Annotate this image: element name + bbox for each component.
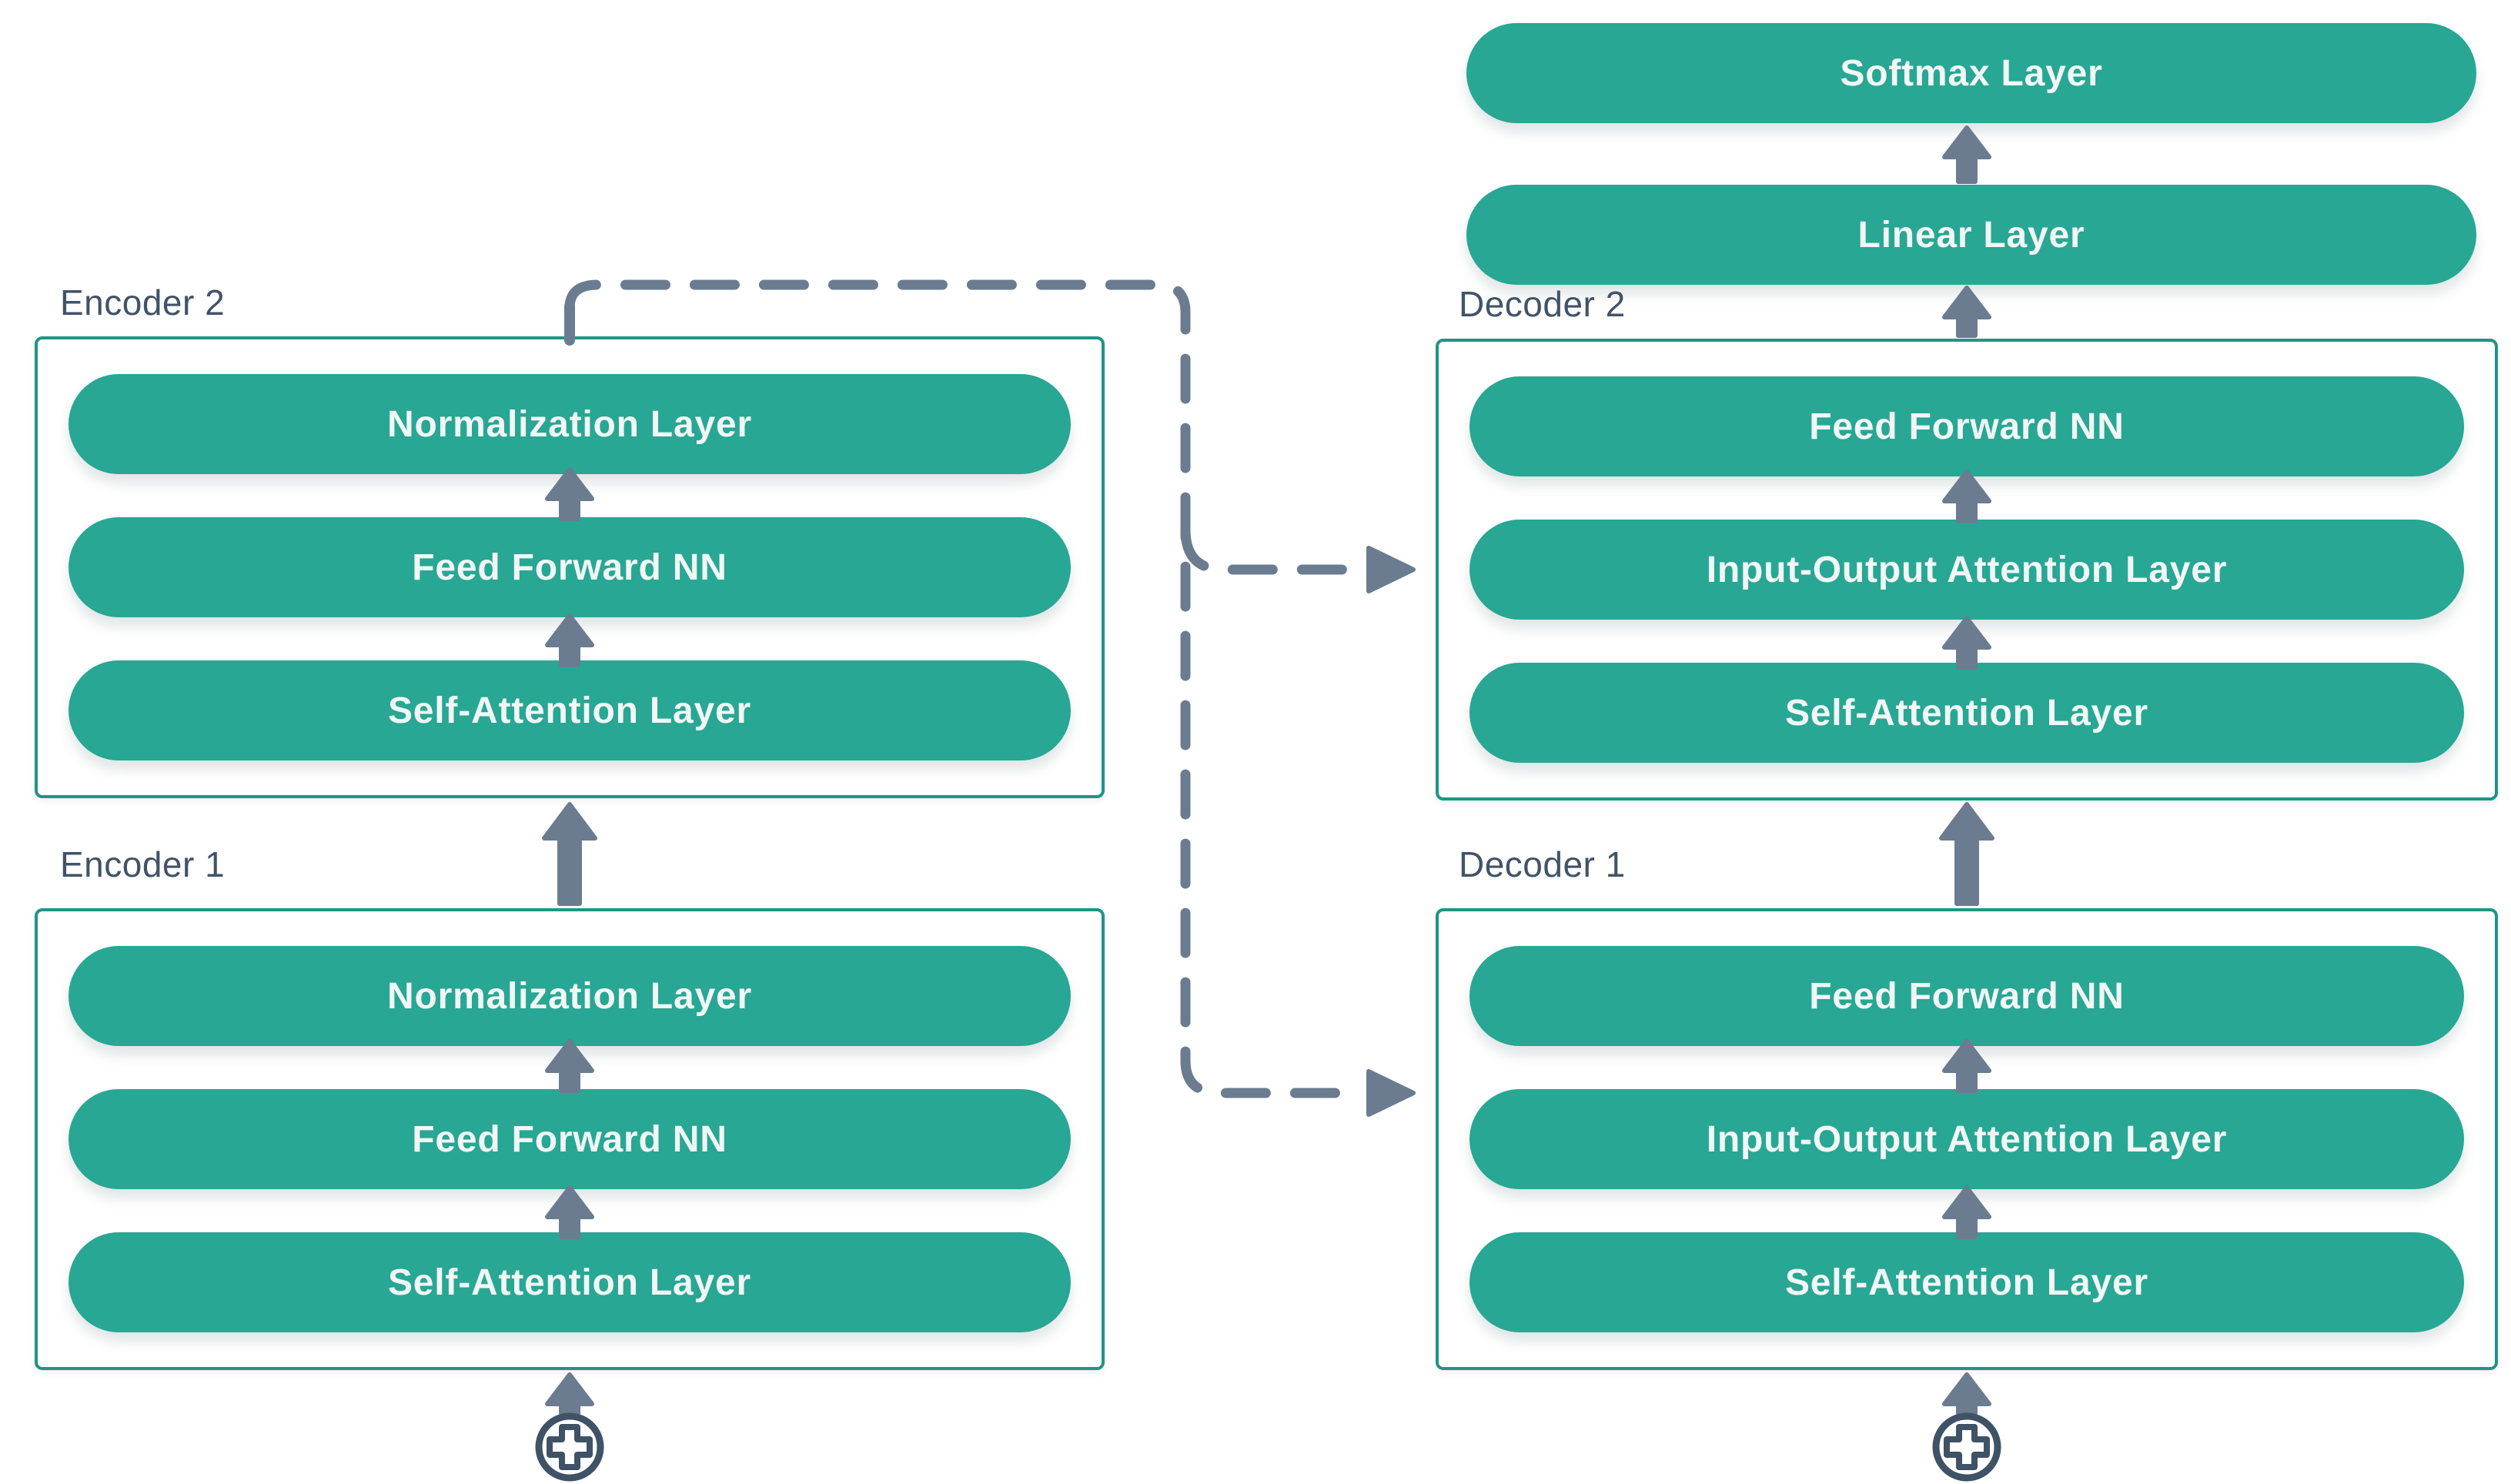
encoder-2-label: Encoder 2 xyxy=(60,282,226,323)
encoder-2-normalization-layer-pill: Normalization Layer xyxy=(69,374,1071,474)
encoder-2-feed-forward-pill: Feed Forward NN xyxy=(69,517,1071,617)
arrow-up-icon xyxy=(1939,802,1994,906)
arrow-up-icon xyxy=(542,802,597,906)
encoder-input-plus-circle-icon xyxy=(535,1412,604,1482)
decoder-1-box: Feed Forward NN Input-Output Attention L… xyxy=(1436,908,2498,1370)
decoder-2-input-output-attention-pill: Input-Output Attention Layer xyxy=(1469,520,2464,620)
encoder-1-normalization-layer-pill: Normalization Layer xyxy=(69,946,1071,1046)
encoder-1-feed-forward-pill: Feed Forward NN xyxy=(69,1089,1071,1189)
decoder-1-self-attention-pill: Self-Attention Layer xyxy=(1469,1232,2464,1332)
decoder-1-input-output-attention-pill: Input-Output Attention Layer xyxy=(1469,1089,2464,1189)
encoder-to-decoder2-dashed-branch xyxy=(1180,527,1366,575)
encoder-2-box: Normalization Layer Feed Forward NN Self… xyxy=(35,336,1105,798)
arrow-right-icon xyxy=(1366,546,1416,593)
decoder-2-feed-forward-pill: Feed Forward NN xyxy=(1469,376,2464,476)
arrow-up-icon xyxy=(1942,1372,1991,1415)
arrow-up-icon xyxy=(1942,125,1991,184)
encoder-1-box: Normalization Layer Feed Forward NN Self… xyxy=(35,908,1105,1370)
encoder-2-self-attention-pill: Self-Attention Layer xyxy=(69,660,1071,760)
decoder-input-plus-circle-icon xyxy=(1932,1412,2001,1482)
encoder-1-label: Encoder 1 xyxy=(60,844,226,884)
arrow-up-icon xyxy=(545,1372,594,1415)
arrow-right-icon xyxy=(1366,1069,1416,1117)
decoder-1-feed-forward-pill: Feed Forward NN xyxy=(1469,946,2464,1046)
decoder-2-self-attention-pill: Self-Attention Layer xyxy=(1469,663,2464,763)
linear-layer-pill: Linear Layer xyxy=(1466,185,2476,285)
decoder-2-box: Feed Forward NN Input-Output Attention L… xyxy=(1436,339,2498,800)
encoder-1-self-attention-pill: Self-Attention Layer xyxy=(69,1232,1071,1332)
decoder-2-label: Decoder 2 xyxy=(1459,284,1626,324)
softmax-layer-pill: Softmax Layer xyxy=(1466,23,2476,123)
arrow-up-icon xyxy=(1942,286,1991,338)
decoder-1-label: Decoder 1 xyxy=(1459,844,1626,884)
